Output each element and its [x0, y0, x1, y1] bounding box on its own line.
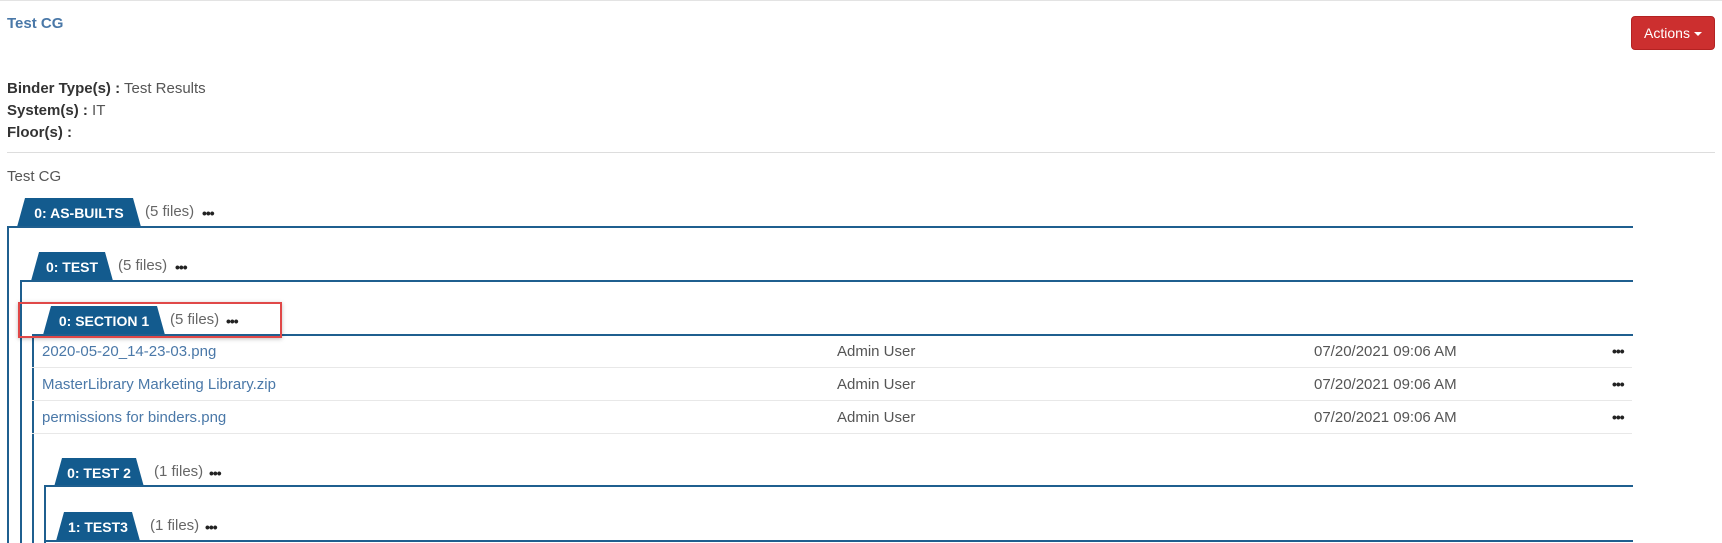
actions-button[interactable]: Actions — [1631, 16, 1715, 50]
file-date: 07/20/2021 09:06 AM — [1314, 376, 1457, 393]
top-divider — [0, 0, 1722, 1]
section-underline — [32, 334, 1633, 336]
systems-value: IT — [92, 102, 106, 119]
binder-types-value: Test Results — [123, 80, 206, 97]
floors-label: Floor(s) : — [7, 124, 72, 141]
binder-root-label: Test CG — [7, 168, 62, 185]
file-date: 07/20/2021 09:06 AM — [1314, 409, 1457, 426]
section-underline — [20, 280, 1633, 282]
systems-row: System(s) : IT — [7, 102, 105, 119]
section-count: (1 files) — [154, 463, 204, 480]
file-row[interactable]: MasterLibrary Marketing Library.zip Admi… — [32, 369, 1632, 401]
section-more-icon[interactable]: ••• — [226, 313, 239, 329]
file-date: 07/20/2021 09:06 AM — [1314, 343, 1457, 360]
actions-button-label: Actions — [1644, 25, 1690, 41]
page-title[interactable]: Test CG — [7, 15, 64, 32]
tree-frame-level-1 — [7, 227, 9, 543]
file-more-icon[interactable]: ••• — [1612, 409, 1625, 425]
section-tab-test3[interactable]: 1: TEST3 — [56, 512, 140, 541]
section-more-icon[interactable]: ••• — [175, 259, 188, 275]
binder-types-label: Binder Type(s) : — [7, 80, 121, 97]
file-more-icon[interactable]: ••• — [1612, 343, 1625, 359]
file-more-icon[interactable]: ••• — [1612, 376, 1625, 392]
file-name-link[interactable]: 2020-05-20_14-23-03.png — [42, 343, 217, 360]
section-more-icon[interactable]: ••• — [202, 205, 215, 221]
section-tab-section-1[interactable]: 0: SECTION 1 — [43, 306, 165, 335]
section-tab-as-builts[interactable]: 0: AS-BUILTS — [17, 198, 141, 227]
file-row[interactable]: permissions for binders.png Admin User 0… — [32, 402, 1632, 434]
tree-frame-level-4 — [44, 485, 46, 543]
caret-down-icon — [1693, 32, 1702, 36]
section-count: (1 files) — [150, 517, 200, 534]
section-count: (5 files) — [145, 203, 195, 220]
binder-types-row: Binder Type(s) : Test Results — [7, 80, 206, 97]
file-owner: Admin User — [837, 409, 916, 426]
meta-divider — [7, 152, 1715, 153]
section-tab-test-2[interactable]: 0: TEST 2 — [54, 458, 144, 487]
section-underline — [44, 540, 1633, 542]
section-underline — [7, 226, 1633, 228]
section-underline — [44, 485, 1633, 487]
section-tab-test[interactable]: 0: TEST — [31, 252, 113, 281]
file-name-link[interactable]: MasterLibrary Marketing Library.zip — [42, 376, 276, 393]
section-count: (5 files) — [170, 311, 220, 328]
section-more-icon[interactable]: ••• — [205, 519, 218, 535]
file-name-link[interactable]: permissions for binders.png — [42, 409, 227, 426]
file-owner: Admin User — [837, 376, 916, 393]
highlight-box — [18, 302, 282, 338]
tree-frame-level-2 — [20, 281, 22, 543]
section-count: (5 files) — [118, 257, 168, 274]
systems-label: System(s) : — [7, 102, 88, 119]
file-row[interactable]: 2020-05-20_14-23-03.png Admin User 07/20… — [32, 336, 1632, 368]
file-owner: Admin User — [837, 343, 916, 360]
floors-row: Floor(s) : — [7, 124, 72, 141]
section-more-icon[interactable]: ••• — [209, 465, 222, 481]
tree-frame-level-3 — [32, 335, 34, 543]
